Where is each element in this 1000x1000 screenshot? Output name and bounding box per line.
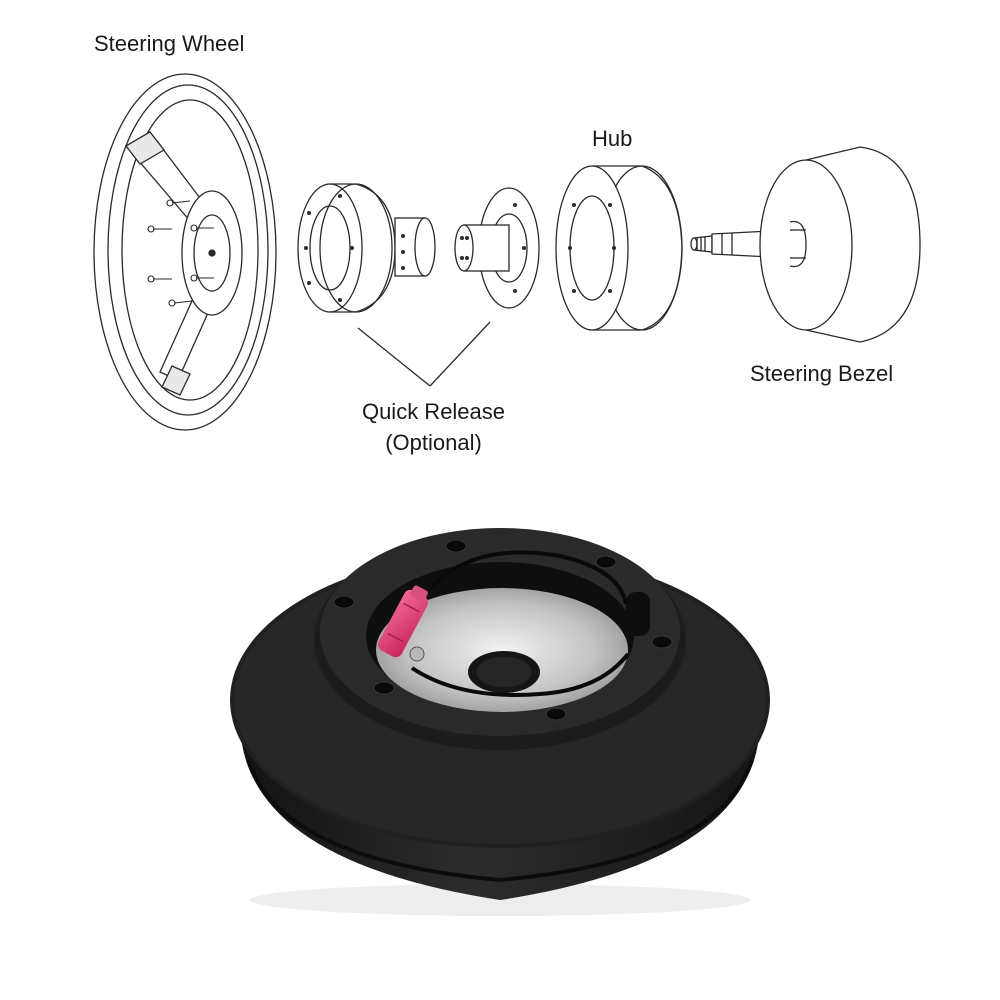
hub-icon	[555, 165, 683, 331]
quick-release-optional: (Optional)	[385, 430, 482, 455]
quick-release-icon	[297, 183, 436, 313]
release-plate-icon	[454, 187, 540, 309]
quick-release-title: Quick Release	[361, 399, 506, 424]
bezel-icon	[759, 146, 921, 343]
hub-photo-icon	[230, 528, 770, 916]
hub-label: Hub	[592, 126, 633, 151]
steering-bezel-label: Steering Bezel	[750, 361, 894, 386]
steering-wheel-label: Steering Wheel	[94, 31, 245, 56]
quick-release-label: Quick Release (Optional)	[346, 396, 521, 458]
steering-wheel-icon	[93, 73, 277, 431]
quick-release-pointer	[357, 321, 491, 387]
